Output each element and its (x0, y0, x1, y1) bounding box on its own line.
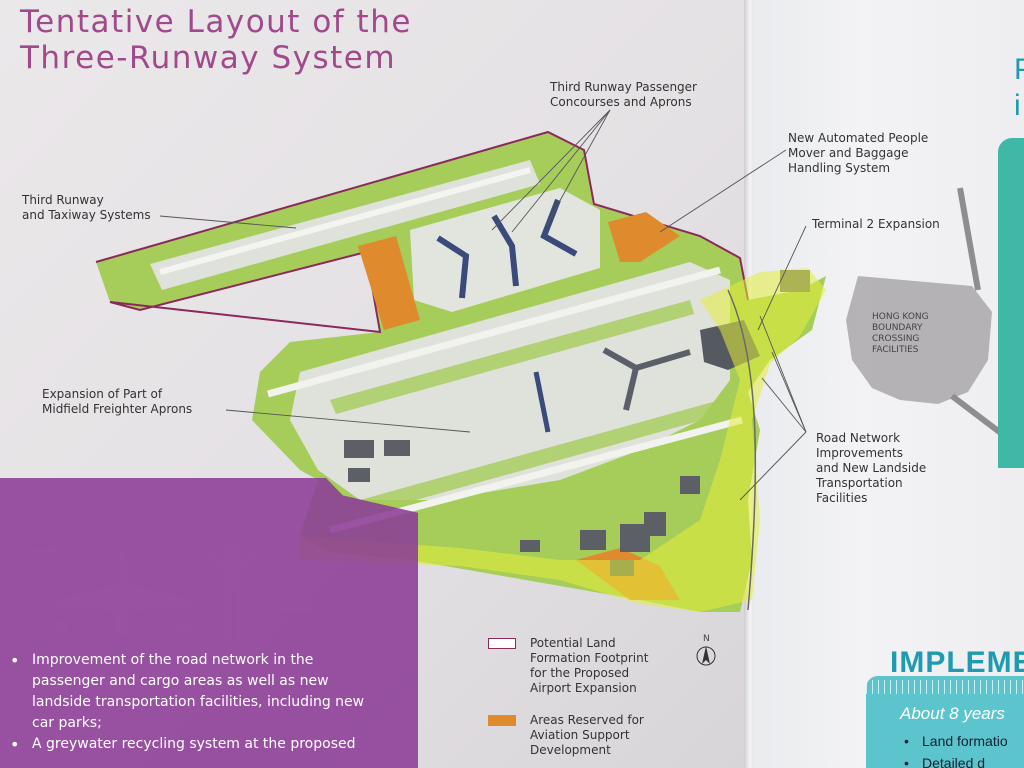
concourse (491, 214, 519, 287)
north-runway (267, 266, 721, 398)
right-bullet-list: Land formatio Detailed d (904, 730, 1008, 768)
callout-terminal2: Terminal 2 Expansion (812, 217, 940, 231)
grass-stripe (330, 300, 694, 414)
reserved-area (608, 212, 680, 262)
legend-reserved-swatch (488, 715, 516, 726)
bullet-list: Improvement of the road network in the p… (8, 650, 378, 755)
timeline-label: About 8 years (900, 704, 1005, 723)
legend-reserved: Areas Reserved for Aviation Support Deve… (488, 713, 644, 758)
page-title: Tentative Layout of the Three-Runway Sys… (20, 4, 412, 76)
north-label: N (703, 634, 710, 644)
legend-footprint: Potential Land Formation Footprint for t… (488, 636, 648, 696)
callout-midfield: Expansion of Part of Midfield Freighter … (42, 387, 193, 416)
right-page-heading: P i (1014, 53, 1024, 122)
callout-hkbcf: HONG KONG BOUNDARY CROSSING FACILITIES (872, 312, 929, 355)
teal-panel (998, 138, 1024, 468)
third-runway (159, 167, 531, 275)
implementation-heading: IMPLEME (890, 646, 1024, 679)
north-arrow-icon (696, 646, 716, 666)
hkbcf-bridge (957, 187, 981, 291)
legend-footprint-swatch (488, 638, 516, 649)
grass-stripe (360, 400, 724, 514)
midfield-concourse (533, 371, 551, 433)
landside-transport-overlay (300, 268, 826, 612)
bullet-item: Improvement of the road network in the p… (8, 650, 378, 734)
concourse (602, 347, 691, 411)
hkbcf-island (846, 276, 992, 404)
leader-lines (159, 109, 807, 501)
callout-concourses: Third Runway Passenger Concourses and Ap… (550, 80, 697, 109)
right-bullet-item: Detailed d (904, 752, 1008, 768)
callout-third-runway: Third Runway and Taxiway Systems (22, 193, 151, 222)
reserved-area (358, 236, 420, 330)
concourse (436, 235, 470, 299)
right-bullet-item: Land formatio (904, 730, 1008, 752)
callout-road-network: Road Network Improvements and New Landsi… (816, 431, 927, 505)
road-network (727, 289, 757, 611)
timeline-ruler (866, 680, 1024, 694)
bullet-item: A greywater recycling system at the prop… (8, 734, 378, 755)
legend-reserved-label: Areas Reserved for Aviation Support Deve… (530, 713, 644, 757)
legend-footprint-label: Potential Land Formation Footprint for t… (530, 636, 649, 695)
callout-people-mover: New Automated People Mover and Baggage H… (788, 131, 929, 175)
